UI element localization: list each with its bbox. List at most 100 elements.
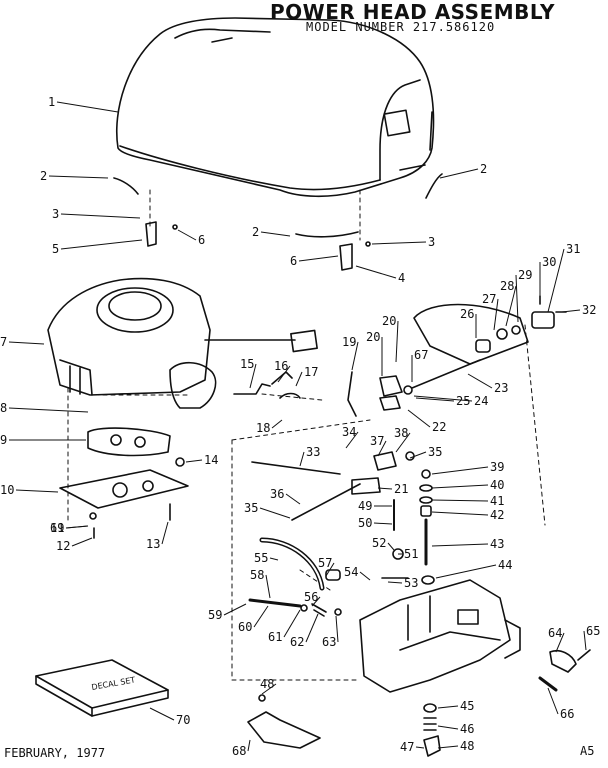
part-callout-55: 55 (254, 551, 268, 565)
bracket-part (379, 375, 403, 397)
callout-leader-line (185, 459, 203, 463)
callout-leader-line (431, 484, 489, 489)
callout-leader-line (177, 229, 197, 241)
part-callout-21: 21 (394, 482, 408, 496)
callout-leader-line (435, 564, 497, 579)
callout-leader-line (377, 487, 393, 490)
callout-leader-line (515, 274, 519, 323)
rod-part (248, 598, 302, 608)
part-callout-53: 53 (404, 576, 418, 590)
callout-leader-line (277, 365, 291, 383)
part-callout-63: 63 (322, 635, 336, 649)
part-callout-47: 47 (400, 740, 414, 754)
part-callout-12: 12 (56, 539, 70, 553)
rod-part (347, 371, 357, 417)
screw-part (172, 224, 178, 230)
callout-leader-line (71, 537, 93, 547)
part-callout-29: 29 (518, 268, 532, 282)
callout-leader-line (260, 231, 291, 237)
part-callout-69: 69 (50, 521, 64, 535)
part-callout-39: 39 (490, 460, 504, 474)
callout-leader-line (493, 298, 499, 331)
callout-leader-line (8, 407, 89, 413)
washer-part (89, 512, 97, 520)
callout-leader-line (431, 543, 489, 547)
part-callout-6: 6 (198, 233, 205, 247)
part-callout-5: 5 (52, 242, 59, 256)
callout-leader-line (555, 632, 565, 653)
gasket-part (87, 427, 171, 457)
part-callout-60: 60 (238, 620, 252, 634)
part-callout-43: 43 (490, 537, 504, 551)
callout-leader-line (387, 542, 395, 551)
part-callout-11: 11 (50, 521, 64, 535)
bracket-part (531, 311, 555, 329)
callout-leader-line (265, 574, 271, 599)
part-callout-34: 34 (342, 425, 356, 439)
callout-leader-line (8, 341, 45, 345)
callout-leader-line (161, 521, 169, 545)
callout-leader-line (269, 557, 279, 561)
callout-leader-line (377, 440, 387, 457)
part-callout-70: 70 (176, 713, 190, 727)
part-callout-46: 46 (460, 722, 474, 736)
callout-leader-line (387, 581, 403, 584)
clip-left-part (145, 221, 157, 247)
part-callout-44: 44 (498, 558, 512, 572)
link-part (233, 383, 271, 395)
part-callout-38: 38 (394, 426, 408, 440)
part-callout-13: 13 (146, 537, 160, 551)
callout-leader-line (415, 746, 425, 749)
decal-set-part (35, 659, 169, 717)
choke-part (549, 649, 577, 673)
part-callout-7: 7 (0, 335, 7, 349)
callout-leader-line (371, 241, 427, 245)
callout-leader-line (345, 431, 359, 449)
bracket-left-part (113, 177, 139, 195)
part-callout-1: 1 (48, 95, 55, 109)
part-callout-36: 36 (270, 487, 284, 501)
callout-leader-line (547, 248, 565, 313)
part-callout-51: 51 (404, 547, 418, 561)
callout-leader-line (467, 373, 493, 389)
part-callout-33: 33 (306, 445, 320, 459)
callout-leader-line (249, 363, 257, 389)
engine-cover-part (116, 17, 435, 198)
engine-block-part (47, 277, 318, 409)
callout-leader-line (431, 499, 489, 502)
decal-set-label: DECAL SET (91, 675, 136, 692)
part-callout-3: 3 (52, 207, 59, 221)
callout-leader-line (298, 255, 339, 262)
callout-leader-line (259, 507, 291, 519)
callout-leader-line (437, 725, 459, 730)
callout-leader-line (285, 493, 301, 505)
callout-leader-line (247, 739, 251, 752)
callout-leader-line (505, 285, 517, 327)
callout-leader-line (583, 630, 587, 651)
callout-leader-line (413, 395, 473, 402)
callout-leader-line (547, 687, 559, 715)
part-callout-41: 41 (490, 494, 504, 508)
callout-leader-line (409, 451, 427, 459)
part-callout-9: 9 (0, 433, 7, 447)
callout-leader-line (15, 489, 59, 493)
part-callout-8: 8 (0, 401, 7, 415)
callout-leader-line (48, 175, 109, 179)
part-callout-19: 19 (342, 335, 356, 349)
rod-part (291, 483, 361, 521)
part-callout-48: 48 (260, 677, 274, 691)
callout-leader-line (311, 596, 321, 607)
part-callout-15: 15 (240, 357, 254, 371)
revision-date: FEBRUARY, 1977 (4, 746, 106, 760)
part-callout-2: 2 (40, 169, 47, 183)
nut-part (175, 457, 185, 467)
callout-leader-line (431, 466, 489, 475)
callout-leader-line (439, 168, 479, 179)
callout-leader-line (60, 239, 143, 250)
part-callout-20: 20 (366, 330, 380, 344)
bracket-right-part (425, 173, 443, 199)
part-callout-45: 45 (460, 699, 474, 713)
callout-leader-line (223, 603, 247, 616)
part-callout-26: 26 (460, 307, 474, 321)
